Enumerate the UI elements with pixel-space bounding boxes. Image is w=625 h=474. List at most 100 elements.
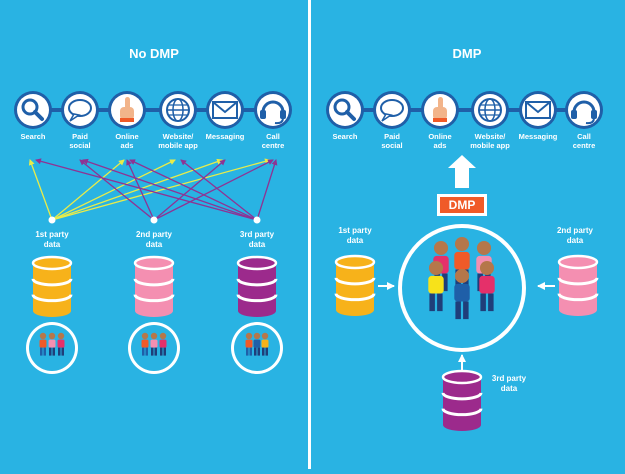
connection-arrow (79, 159, 155, 221)
connection-arrow (153, 159, 226, 221)
source-node (253, 216, 261, 224)
right-panel-title: DMP (453, 46, 482, 61)
connection-arrow (256, 159, 278, 221)
person-icon (39, 332, 47, 356)
connection-arrow (129, 159, 258, 221)
up-arrow-icon (448, 155, 476, 168)
channel-label: Messaging (206, 132, 245, 141)
headset-icon (260, 100, 286, 125)
right-channel-globe: Website/mobile app (470, 91, 510, 150)
left-connection-arrows (28, 158, 278, 221)
channel-label: Messaging (519, 132, 558, 141)
left-channel-envelope: Messaging (206, 91, 245, 141)
person-icon (159, 332, 167, 356)
dmp-badge-inner (440, 197, 484, 213)
source-node (48, 216, 56, 224)
audience-circle-inner (29, 325, 75, 371)
search-icon (21, 98, 44, 121)
speech-bubble-icon (380, 99, 404, 122)
source-node (150, 216, 158, 224)
person-icon (245, 332, 253, 356)
person-icon (428, 260, 444, 312)
channel-label: Search (332, 132, 357, 141)
envelope-icon (525, 101, 551, 119)
speech-bubble-icon (68, 99, 92, 122)
dmp-badge-label: DMP (449, 198, 476, 212)
person-icon (253, 332, 261, 356)
person-icon (141, 332, 149, 356)
person-icon (57, 332, 65, 356)
database-icon (31, 255, 73, 317)
audience-circle-inner (234, 325, 280, 371)
channel-label: Website/mobile app (470, 132, 510, 150)
database-icon (236, 255, 278, 317)
person-icon (454, 268, 470, 320)
database-icon (334, 254, 376, 316)
left-channel-globe: Website/mobile app (158, 91, 198, 150)
headset-icon (571, 100, 597, 125)
database-icon (133, 255, 175, 317)
person-icon (261, 332, 269, 356)
search-icon (333, 98, 356, 121)
channel-label: Search (20, 132, 45, 141)
envelope-icon (212, 101, 238, 119)
connection-arrow (28, 159, 53, 221)
dmp-hub: DMP (398, 155, 526, 352)
connection-arrow (51, 158, 223, 221)
pointing-hand-icon (120, 97, 134, 122)
left-channel-search: Search (14, 91, 52, 141)
person-icon (479, 260, 495, 312)
database-icon (441, 369, 483, 431)
person-icon (48, 332, 56, 356)
pointing-hand-icon (433, 97, 447, 122)
right-channel-search: Search (326, 91, 364, 141)
person-icon (150, 332, 158, 356)
database-icon (557, 254, 599, 316)
connection-arrow (51, 158, 271, 221)
connection-arrow (126, 159, 155, 221)
channel-label: Website/mobile app (158, 132, 198, 150)
up-arrow-stem (455, 166, 469, 188)
globe-icon (478, 98, 502, 122)
connection-arrow (153, 159, 274, 221)
connection-arrow (82, 158, 258, 221)
connection-arrow (51, 159, 176, 221)
left-panel-title: No DMP (129, 46, 179, 61)
panel-divider (308, 0, 311, 469)
connection-arrow (35, 158, 258, 221)
globe-icon (166, 98, 190, 122)
audience-circle-inner (131, 325, 177, 371)
right-channel-envelope: Messaging (519, 91, 558, 141)
connection-arrow (180, 159, 258, 221)
